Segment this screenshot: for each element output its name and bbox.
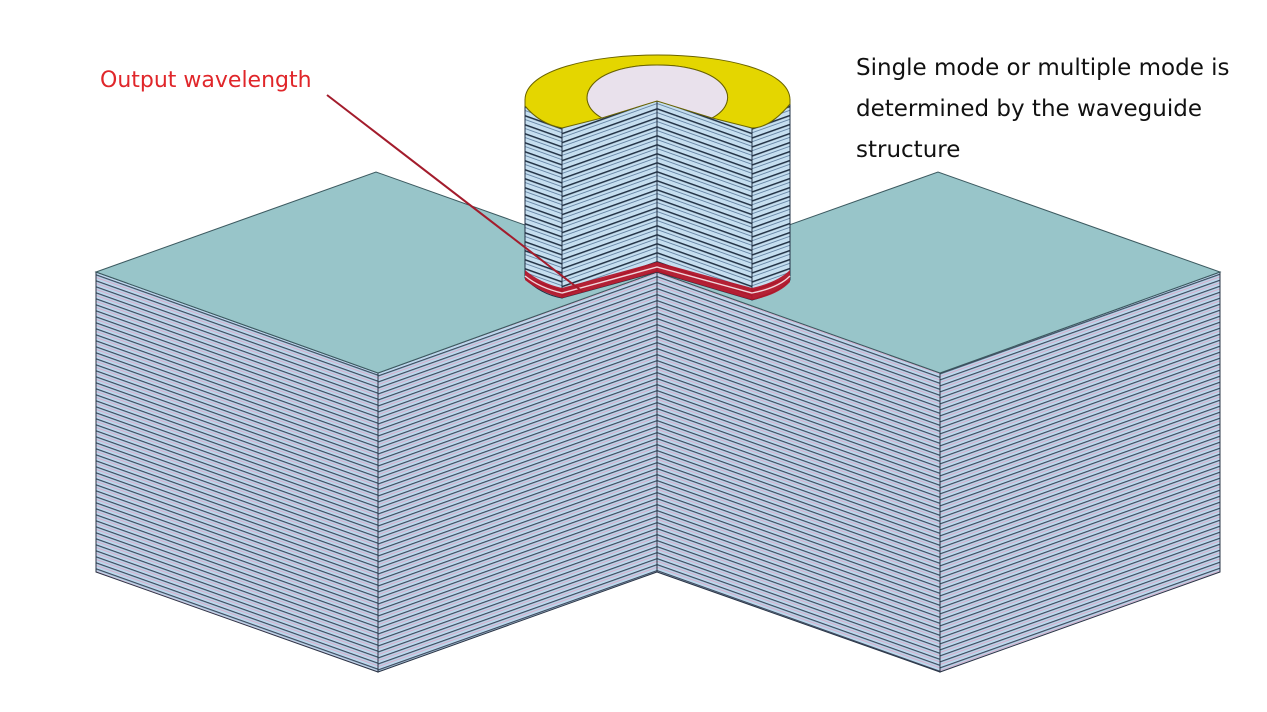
annotation-line-1: Single mode or multiple mode is [856, 55, 1230, 81]
active-layer [525, 262, 790, 300]
annotation-line-3: structure [856, 137, 961, 163]
pillar-aperture [586, 64, 729, 119]
pillar-left-side [524, 99, 563, 299]
active-layer-highlight [524, 266, 791, 294]
pillar-right-side [751, 98, 791, 301]
output-wavelength-label: Output wavelength [100, 68, 312, 93]
annotation-line-2: determined by the waveguide [856, 96, 1202, 122]
waveguide-annotation: Single mode or multiple mode is determin… [856, 48, 1256, 171]
output-wavelength-leader [326, 94, 584, 293]
